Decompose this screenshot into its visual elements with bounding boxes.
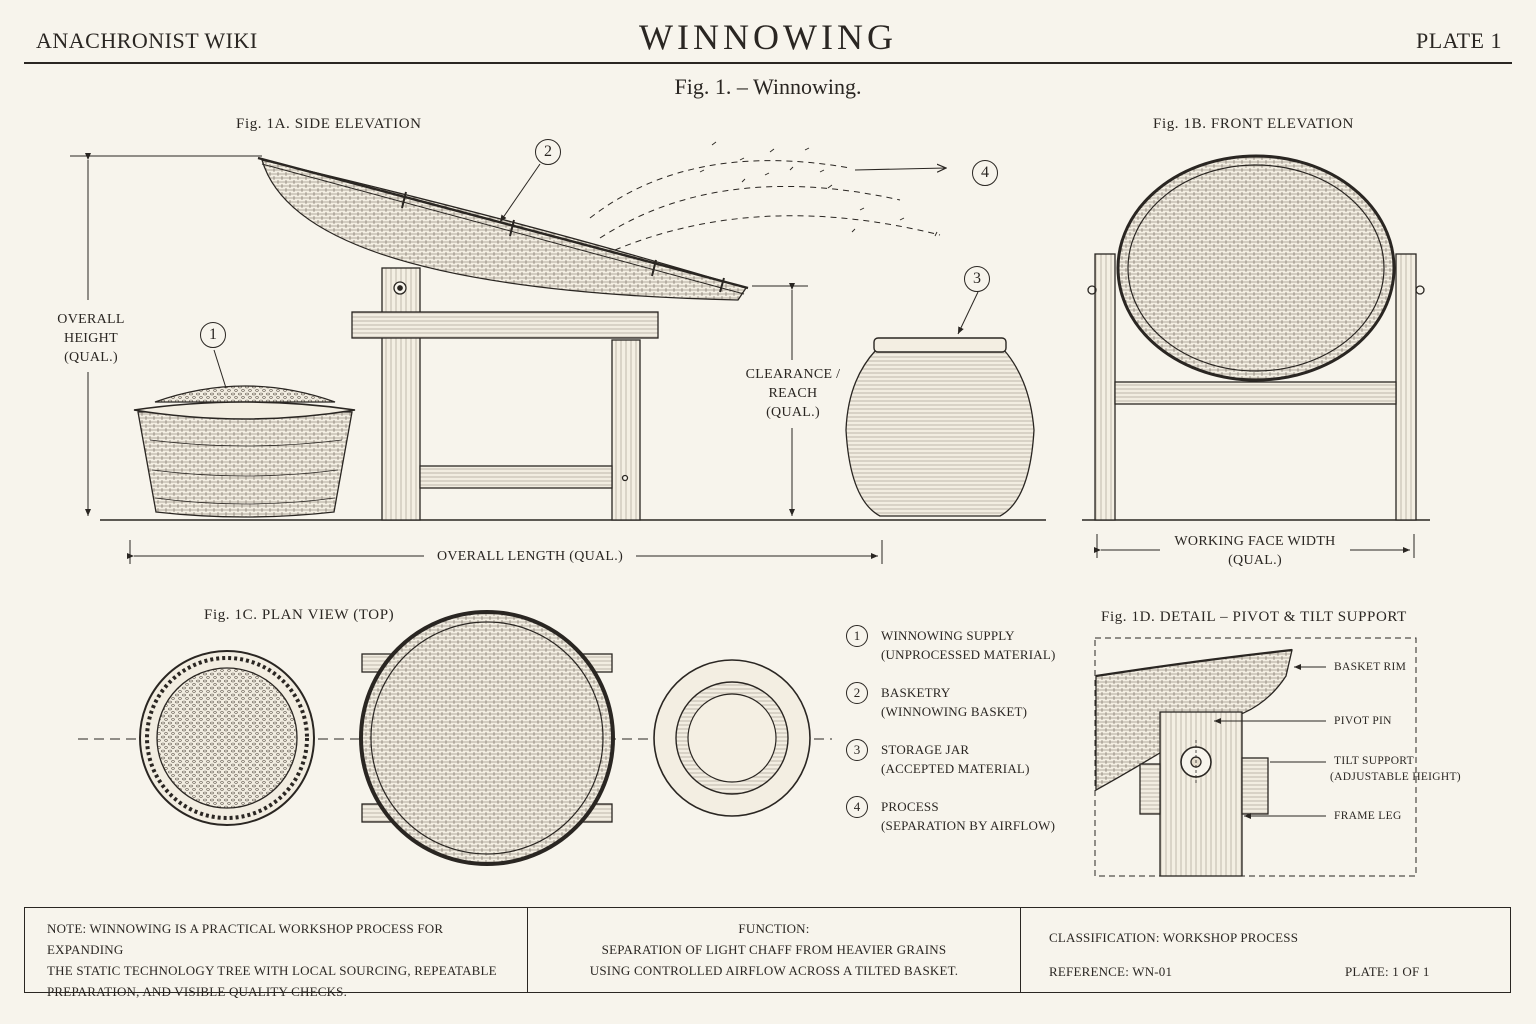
site-name: ANACHRONIST WIKI xyxy=(36,28,258,53)
clearance-label: CLEARANCE /REACH(QUAL.) xyxy=(745,367,841,420)
plan-winnowing-basket xyxy=(359,610,615,866)
marker-2: 2 xyxy=(535,139,561,165)
legend-name: STORAGE JAR xyxy=(881,742,970,757)
chaff-airflow xyxy=(589,160,941,251)
legend-desc: (SEPARATION BY AIRFLOW) xyxy=(881,818,1056,833)
storage-jar xyxy=(845,337,1035,517)
callout-tilt-support: TILT SUPPORT (ADJUSTABLE HEIGHT) xyxy=(1330,755,1461,783)
winnowing-basket-side xyxy=(257,156,749,301)
footer-note: NOTE: WINNOWING IS A PRACTICAL WORKSHOP … xyxy=(25,908,528,999)
overall-height-dimension xyxy=(70,153,262,516)
legend-number: 1 xyxy=(846,625,868,647)
plate-number: PLATE 1 xyxy=(1416,28,1502,53)
detail-leaders xyxy=(1214,664,1326,819)
header-rule xyxy=(24,62,1512,64)
legend-desc: (WINNOWING BASKET) xyxy=(881,704,1028,719)
legend-item: 2 BASKETRY (WINNOWING BASKET) xyxy=(846,681,1086,738)
basket-stand xyxy=(351,267,659,521)
fig-1c-label: Fig. 1C. PLAN VIEW (TOP) xyxy=(204,607,395,623)
marker-3: 3 xyxy=(964,266,990,292)
detail-pivot-view xyxy=(1094,637,1417,877)
front-elevation xyxy=(1087,154,1425,521)
clearance-dimension xyxy=(752,283,808,516)
legend-desc: (ACCEPTED MATERIAL) xyxy=(881,761,1030,776)
footer-function: FUNCTION: SEPARATION OF LIGHT CHAFF FROM… xyxy=(528,908,1021,992)
legend-item: 1 WINNOWING SUPPLY (UNPROCESSED MATERIAL… xyxy=(846,624,1086,681)
leader-2 xyxy=(499,163,541,223)
overall-length-dimension xyxy=(127,540,883,564)
plan-storage-jar xyxy=(653,659,811,817)
page-title: WINNOWING xyxy=(639,17,897,57)
marker-1: 1 xyxy=(200,322,226,348)
plate-caption: Fig. 1. – Winnowing. xyxy=(674,74,862,99)
legend-name: WINNOWING SUPPLY xyxy=(881,628,1015,643)
fig-1b-label: Fig. 1B. FRONT ELEVATION xyxy=(1153,116,1354,132)
overall-length-label: OVERALL LENGTH (QUAL.) xyxy=(436,549,624,564)
callout-basket-rim: BASKET RIM xyxy=(1334,661,1407,673)
fig-1d-label: Fig. 1D. DETAIL – PIVOT & TILT SUPPORT xyxy=(1101,609,1407,625)
leader-3 xyxy=(957,291,979,335)
callout-pivot-pin: PIVOT PIN xyxy=(1334,715,1392,727)
title-block: NOTE: WINNOWING IS A PRACTICAL WORKSHOP … xyxy=(24,907,1511,999)
chaff-particles xyxy=(699,141,938,237)
process-arrow xyxy=(854,168,946,170)
legend-desc: (UNPROCESSED MATERIAL) xyxy=(881,647,1056,662)
footer-classification: CLASSIFICATION: WORKSHOP PROCESS xyxy=(1049,930,1299,945)
working-face-dimension xyxy=(1094,534,1415,558)
plan-supply-basket xyxy=(139,650,315,826)
legend-name: PROCESS xyxy=(881,799,939,814)
legend-item: 3 STORAGE JAR (ACCEPTED MATERIAL) xyxy=(846,738,1086,795)
legend-item: 4 PROCESS (SEPARATION BY AIRFLOW) xyxy=(846,795,1086,852)
footer-reference: REFERENCE: WN-01 xyxy=(1049,964,1173,979)
legend-number: 3 xyxy=(846,739,868,761)
working-face-label: WORKING FACE WIDTH(QUAL.) xyxy=(1174,534,1336,568)
legend-number: 4 xyxy=(846,796,868,818)
legend-name: BASKETRY xyxy=(881,685,951,700)
legend: 1 WINNOWING SUPPLY (UNPROCESSED MATERIAL… xyxy=(846,624,1086,852)
supply-basket xyxy=(133,385,356,518)
marker-4: 4 xyxy=(972,160,998,186)
footer-plate: PLATE: 1 OF 1 xyxy=(1345,964,1430,979)
leader-1 xyxy=(213,349,227,389)
fig-1a-label: Fig. 1A. SIDE ELEVATION xyxy=(236,116,422,132)
callout-frame-leg: FRAME LEG xyxy=(1334,810,1402,822)
legend-number: 2 xyxy=(846,682,868,704)
